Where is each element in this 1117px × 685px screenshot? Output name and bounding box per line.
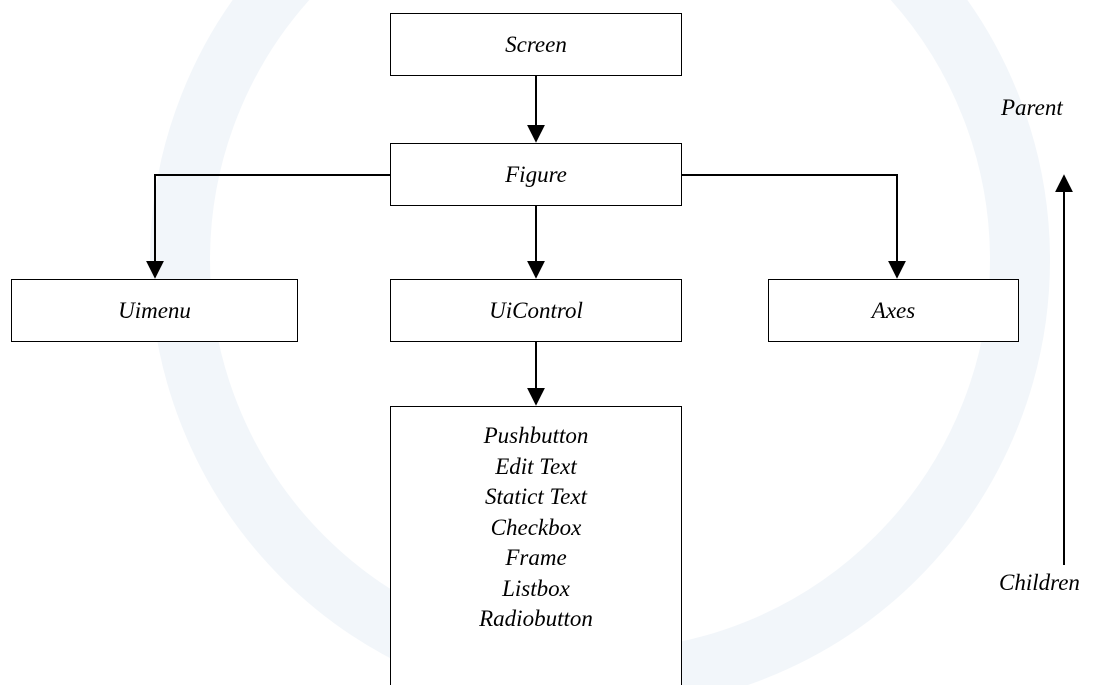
uicontrol-children-node: Pushbutton Edit Text Statict Text Checkb… bbox=[390, 406, 682, 685]
uimenu-label: Uimenu bbox=[118, 297, 191, 323]
arrow-figure-to-uimenu bbox=[146, 174, 390, 279]
list-item: Frame bbox=[505, 545, 567, 570]
figure-label: Figure bbox=[505, 161, 567, 187]
screen-label: Screen bbox=[505, 31, 567, 57]
children-label: Children bbox=[999, 570, 1080, 595]
parent-label: Parent bbox=[1001, 95, 1063, 120]
arrow-figure-to-axes bbox=[682, 174, 906, 279]
axes-node: Axes bbox=[768, 279, 1019, 342]
list-item: Radiobutton bbox=[479, 606, 593, 631]
axes-label: Axes bbox=[871, 297, 916, 323]
list-item: Pushbutton bbox=[483, 423, 589, 448]
list-item: Checkbox bbox=[490, 514, 582, 540]
figure-node: Figure bbox=[390, 143, 682, 206]
uimenu-node: Uimenu bbox=[11, 279, 298, 342]
list-item: Edit Text bbox=[495, 453, 577, 479]
screen-node: Screen bbox=[390, 13, 682, 76]
list-item: Listbox bbox=[502, 575, 570, 601]
uicontrol-children-list: Pushbutton Edit Text Statict Text Checkb… bbox=[479, 421, 593, 635]
uicontrol-label: UiControl bbox=[489, 297, 583, 323]
uicontrol-node: UiControl bbox=[390, 279, 682, 342]
list-item: Statict Text bbox=[484, 484, 587, 509]
